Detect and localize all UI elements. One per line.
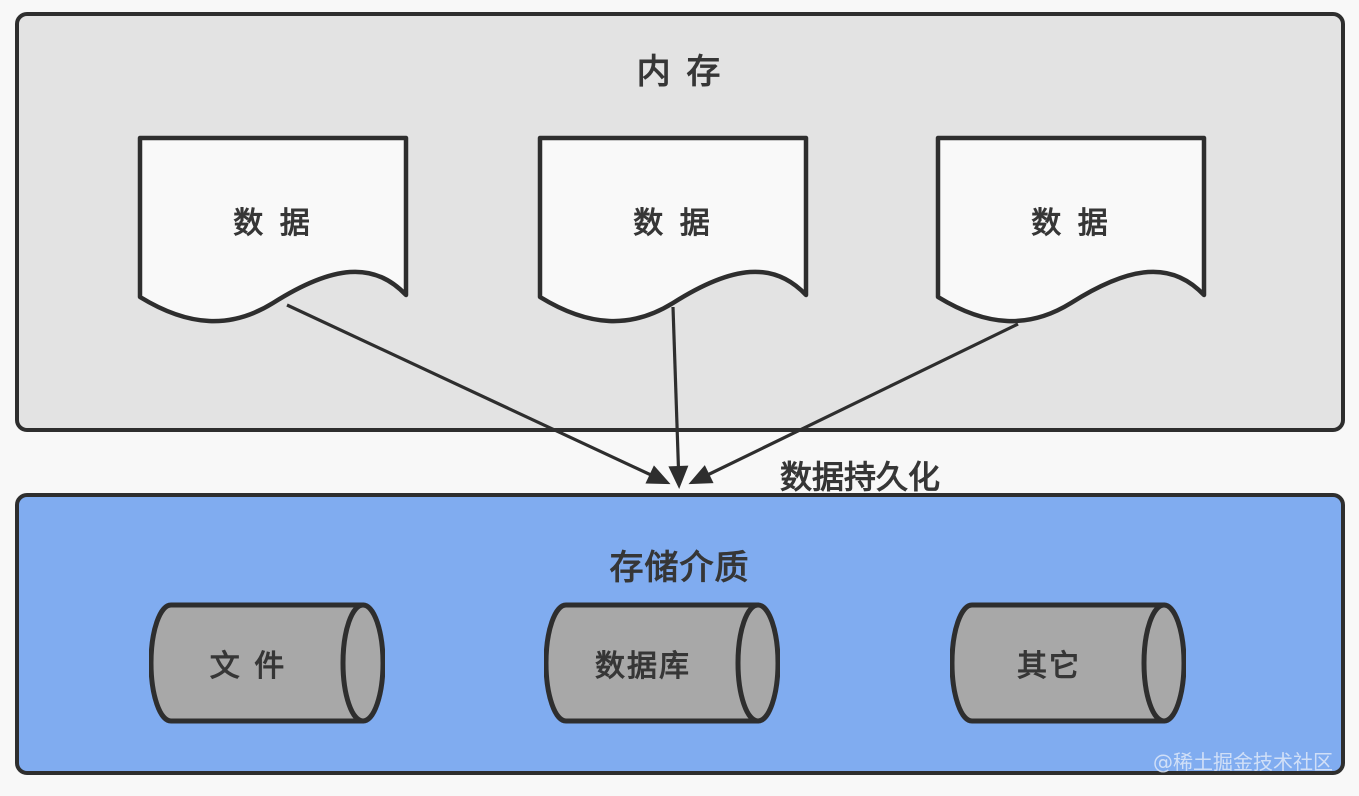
cylinder-icon xyxy=(149,602,385,724)
persistence-label: 数据持久化 xyxy=(780,458,941,496)
cylinder-database: 数据库 xyxy=(544,602,780,724)
cylinder-icon xyxy=(950,602,1186,724)
document-label-3: 数 据 xyxy=(1031,206,1111,241)
memory-box-title: 内 存 xyxy=(636,52,723,92)
cylinder-label-database: 数据库 xyxy=(595,649,691,684)
cylinder-icon xyxy=(544,602,780,724)
document-icon xyxy=(935,135,1207,324)
document-label-2: 数 据 xyxy=(633,206,713,241)
document-icon xyxy=(137,135,409,324)
document-shape-2: 数 据 xyxy=(537,135,809,327)
document-label-1: 数 据 xyxy=(233,206,313,241)
cylinder-other: 其它 xyxy=(950,602,1186,724)
cylinder-label-file: 文 件 xyxy=(209,649,287,684)
document-shape-3: 数 据 xyxy=(935,135,1207,327)
document-shape-1: 数 据 xyxy=(137,135,409,327)
watermark-text: @稀土掘金技术社区 xyxy=(1153,750,1333,774)
storage-box-title: 存储介质 xyxy=(609,548,750,588)
cylinder-label-other: 其它 xyxy=(1017,649,1081,684)
cylinder-file: 文 件 xyxy=(149,602,385,724)
